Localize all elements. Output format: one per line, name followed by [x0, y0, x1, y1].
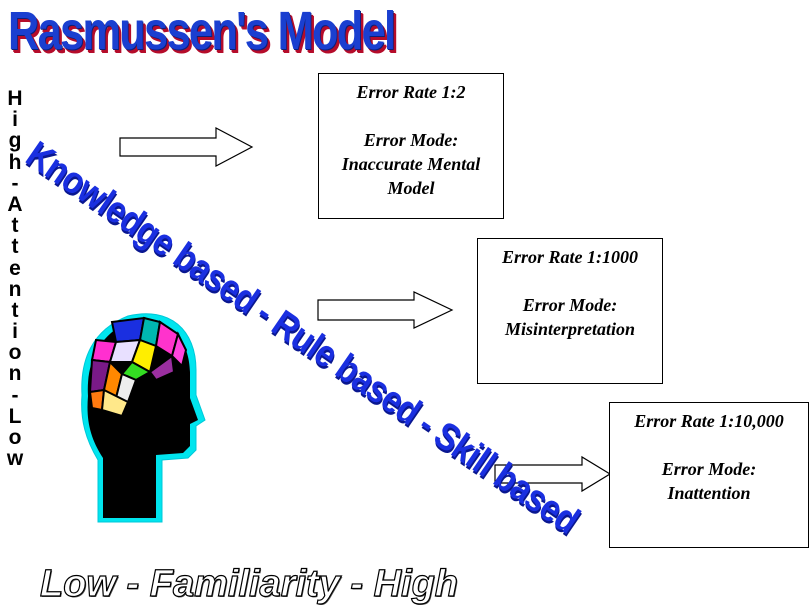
error-box-knowledge: Error Rate 1:2 Error Mode: Inaccurate Me…: [318, 73, 504, 219]
arrow-right-icon: [317, 291, 454, 329]
axis-letter: A: [7, 192, 23, 216]
axis-letter: n: [8, 362, 22, 386]
axis-letter: o: [8, 426, 22, 449]
axis-letter: -: [11, 383, 19, 407]
error-rate: Error Rate 1:2: [356, 82, 466, 102]
axis-letter: o: [8, 341, 22, 365]
axis-letter: L: [8, 404, 22, 428]
error-mode-value: Model: [387, 178, 435, 198]
axis-letter: t: [11, 214, 19, 238]
axis-letter: n: [8, 277, 22, 301]
error-rate: Error Rate 1:1000: [501, 247, 638, 267]
axis-letter: w: [6, 447, 24, 471]
error-mode-value: Inaccurate Mental: [341, 154, 481, 174]
attention-axis-label: H i g h - A t t e n t i o n - L o w: [0, 87, 30, 471]
familiarity-axis-label: Low - Familiarity - High: [39, 562, 459, 605]
axis-letter: e: [9, 256, 21, 280]
page-title: Rasmussen's Model: [8, 1, 396, 61]
axis-letter: H: [7, 87, 23, 110]
error-mode-label: Error Mode:: [363, 130, 459, 150]
axis-letter: i: [12, 320, 18, 344]
error-mode-label: Error Mode:: [522, 295, 618, 315]
axis-letter: i: [12, 108, 18, 132]
axis-letter: g: [8, 129, 22, 153]
error-rate: Error Rate 1:10,000: [634, 411, 784, 431]
error-mode-label: Error Mode:: [661, 459, 757, 479]
head-brain-icon: [81, 313, 206, 523]
axis-letter: t: [11, 235, 19, 259]
error-mode-value: Misinterpretation: [504, 319, 636, 339]
error-box-rule: Error Rate 1:1000 Error Mode: Misinterpr…: [477, 238, 663, 384]
arrow-right-icon: [494, 455, 612, 493]
error-box-skill: Error Rate 1:10,000 Error Mode: Inattent…: [609, 402, 809, 548]
axis-letter: h: [8, 150, 22, 174]
axis-letter: -: [11, 171, 19, 195]
axis-letter: t: [11, 298, 19, 322]
error-mode-value: Inattention: [667, 483, 751, 503]
arrow-right-icon: [119, 127, 254, 167]
